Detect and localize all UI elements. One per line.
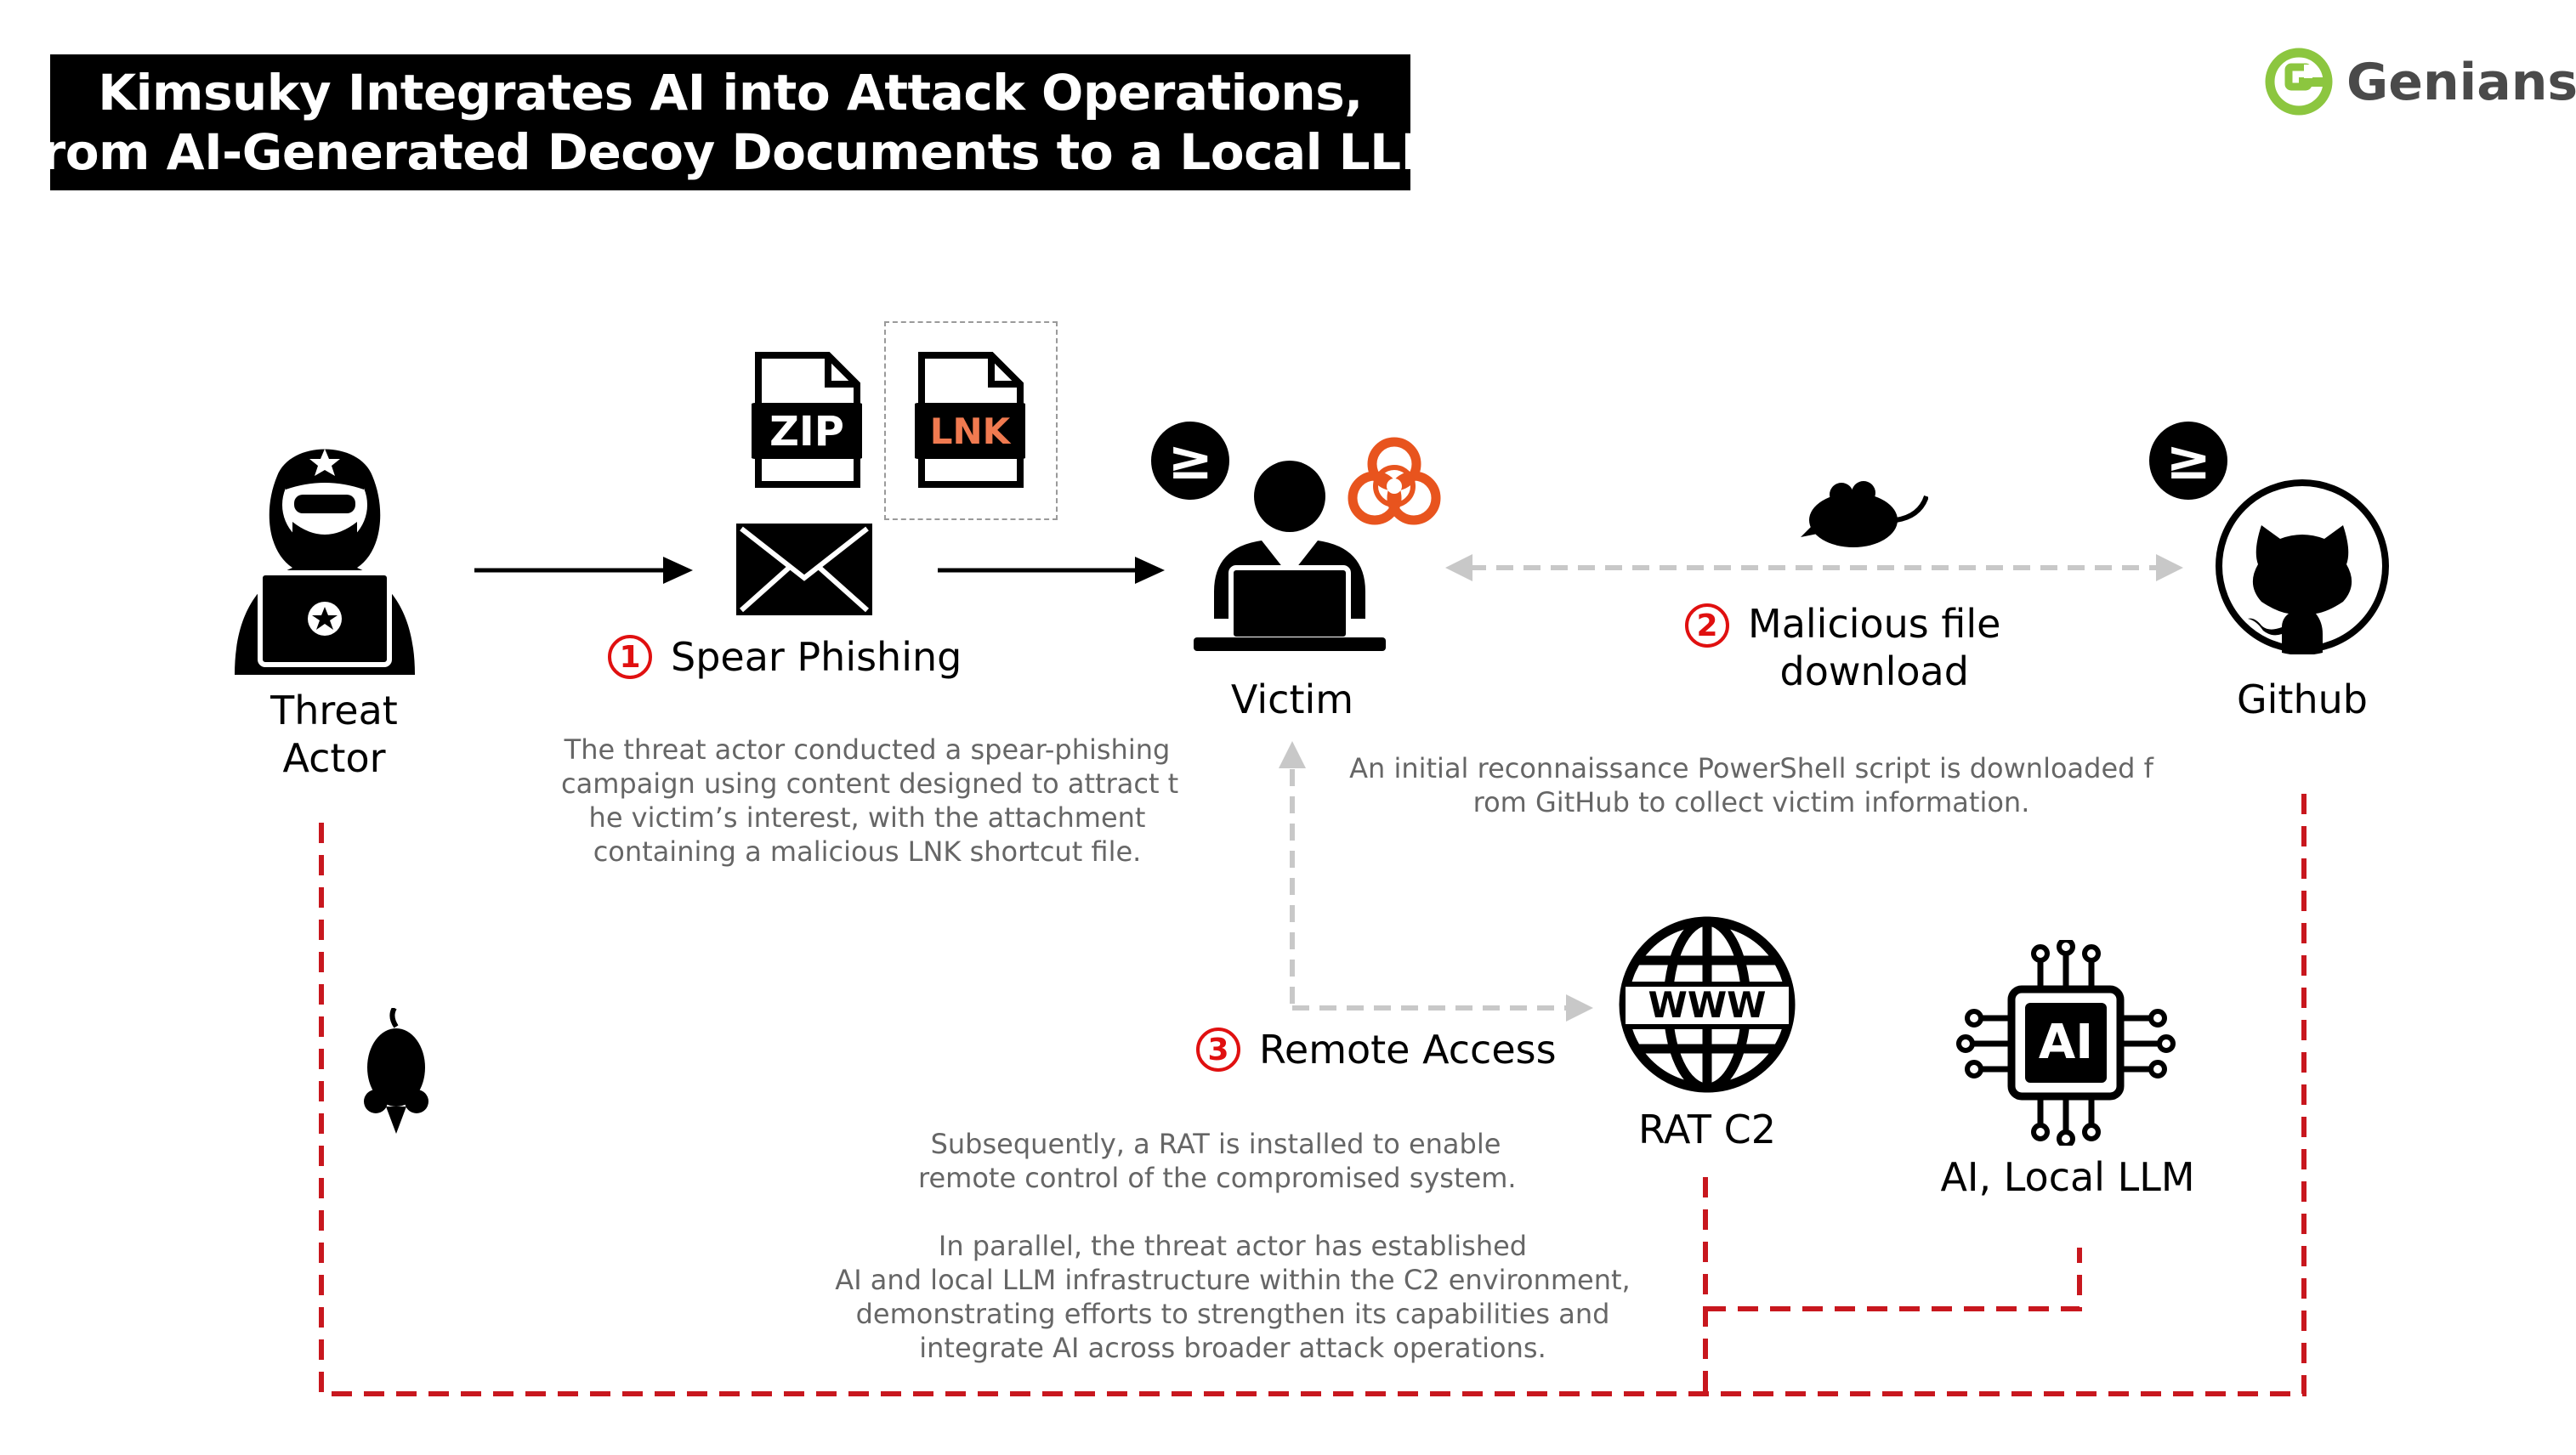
parallel-desc-line: AI and local LLM infrastructure within t… xyxy=(835,1264,1631,1296)
spear-phishing-description: The threat actor conducted a spear-phish… xyxy=(561,733,1179,869)
title-line-2: From AI-Generated Decoy Documents to a L… xyxy=(11,123,1450,181)
parallel-description: In parallel, the threat actor has establ… xyxy=(808,1229,1658,1365)
arrow-email-to-victim xyxy=(938,557,1165,584)
step-spear-phishing: 1 Spear Phishing xyxy=(608,634,962,680)
threat-actor-label-line2: Actor xyxy=(282,735,386,781)
github-icon xyxy=(2216,479,2389,654)
spear-desc-line: The threat actor conducted a spear-phish… xyxy=(564,733,1171,766)
rat-icon xyxy=(364,1008,428,1134)
rat-c2-label: RAT C2 xyxy=(1637,1107,1777,1152)
brand-name: Genians xyxy=(2346,53,2576,112)
step-2-label-line1: Malicious file xyxy=(1748,601,2001,647)
powershell-badge-github: ≥ xyxy=(2149,422,2227,500)
title-line-1: Kimsuky Integrates AI into Attack Operat… xyxy=(98,64,1363,122)
download-desc-line: An initial reconnaissance PowerShell scr… xyxy=(1349,752,2153,784)
rat-desc-line: remote control of the compromised system… xyxy=(918,1162,1517,1194)
spear-desc-line: he victim’s interest, with the attachmen… xyxy=(588,801,1146,834)
biohazard-icon xyxy=(1348,437,1441,525)
threat-actor-label-line1: Threat xyxy=(270,688,398,733)
genians-logo-icon xyxy=(2265,48,2333,116)
rat-icon xyxy=(1801,481,1928,547)
arrow-victim-rat-dashed xyxy=(1279,741,1593,1022)
download-description: An initial reconnaissance PowerShell scr… xyxy=(1326,751,2176,819)
zip-file-icon: ZIP xyxy=(752,352,862,488)
www-globe-icon: WWW xyxy=(1617,914,1797,1095)
step-3-label: Remote Access xyxy=(1259,1027,1557,1073)
user-at-laptop-icon xyxy=(1194,461,1386,651)
arrow-victim-github-dashed xyxy=(1445,554,2183,581)
ai-llm-label: AI, Local LLM xyxy=(1940,1154,2195,1200)
chip-text: AI xyxy=(2038,1015,2094,1070)
hacker-icon xyxy=(235,449,415,675)
lnk-label: LNK xyxy=(929,410,1011,452)
step-1-number: 1 xyxy=(608,635,652,679)
spear-desc-line: containing a malicious LNK shortcut file… xyxy=(593,835,1142,868)
victim-label: Victim xyxy=(1230,677,1354,722)
download-desc-line: rom GitHub to collect victim information… xyxy=(1472,786,2030,818)
genians-logo: Genians xyxy=(2261,48,2576,116)
rat-description: Subsequently, a RAT is installed to enab… xyxy=(918,1127,1517,1195)
parallel-desc-line: demonstrating efforts to strengthen its … xyxy=(855,1298,1610,1330)
infrastructure-links xyxy=(319,790,2306,1396)
powershell-badge-victim: ≥ xyxy=(1151,422,1229,500)
parallel-desc-line: integrate AI across broader attack opera… xyxy=(919,1332,1546,1364)
step-2-number: 2 xyxy=(1685,603,1729,648)
step-malicious-download: 2 Malicious file download xyxy=(1685,600,2000,695)
lnk-highlight-frame xyxy=(884,321,1058,520)
title-banner: Kimsuky Integrates AI into Attack Operat… xyxy=(11,54,1450,190)
globe-text: WWW xyxy=(1648,984,1767,1026)
step-remote-access: 3 Remote Access xyxy=(1196,1027,1557,1073)
envelope-icon xyxy=(736,524,872,615)
rat-desc-line: Subsequently, a RAT is installed to enab… xyxy=(930,1128,1501,1160)
lnk-file-icon: LNK xyxy=(915,352,1025,488)
spear-desc-line: campaign using content designed to attra… xyxy=(561,767,1179,800)
ai-chip-icon: AI xyxy=(1955,940,2176,1146)
zip-label: ZIP xyxy=(769,408,844,456)
step-1-label: Spear Phishing xyxy=(671,634,962,680)
step-3-number: 3 xyxy=(1196,1028,1240,1072)
github-label: Github xyxy=(2237,677,2368,722)
step-2-label-line2: download xyxy=(1779,648,1969,694)
arrow-actor-to-email xyxy=(474,557,693,584)
threat-actor-label: Threat Actor xyxy=(241,687,428,782)
step-2-label: Malicious file download xyxy=(1748,600,2000,695)
parallel-desc-line: In parallel, the threat actor has establ… xyxy=(938,1230,1528,1262)
